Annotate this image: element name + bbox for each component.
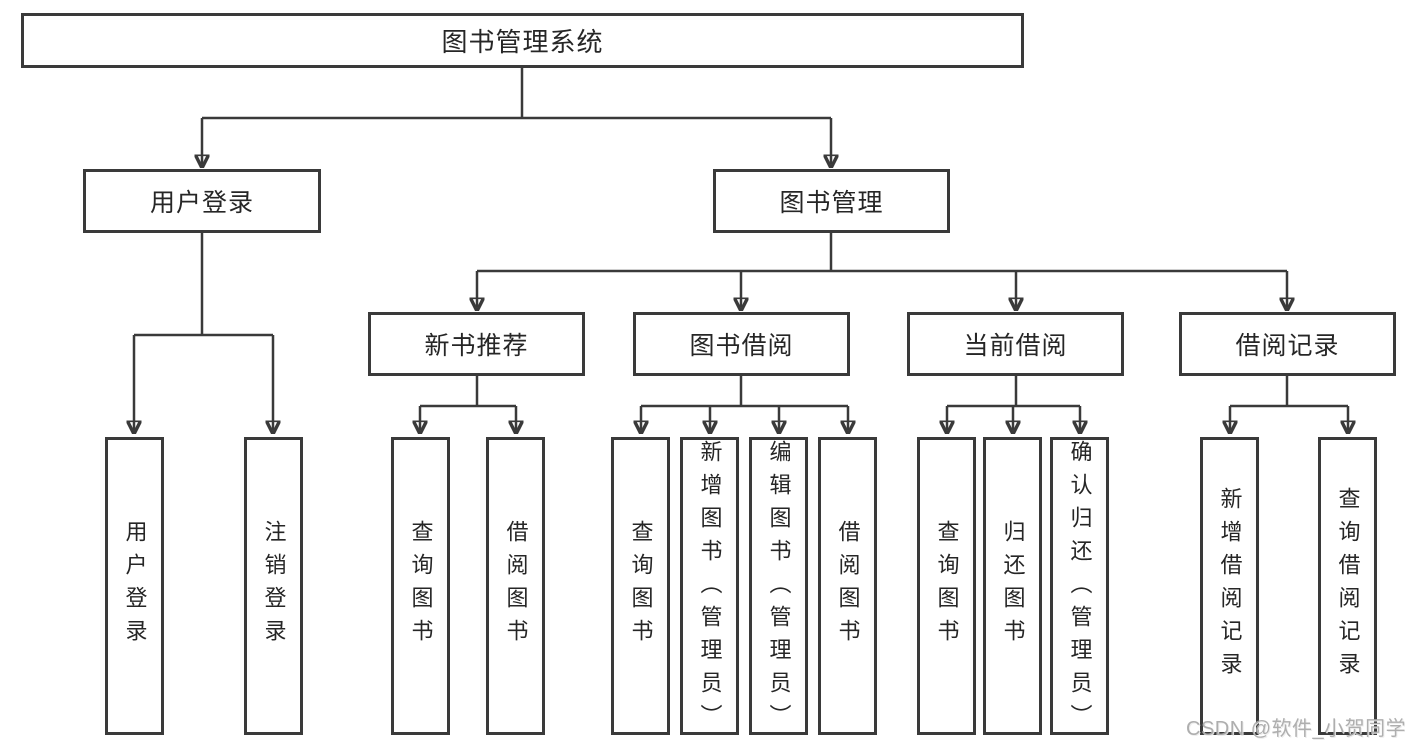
node-borrow-record: 借阅记录 bbox=[1179, 312, 1396, 376]
node-root-label: 图书管理系统 bbox=[441, 27, 604, 57]
leaf-query-borrow-record-label: 查询借阅记录 bbox=[1335, 487, 1361, 685]
leaf-add-borrow-record: 新增借阅记录 bbox=[1200, 437, 1259, 735]
leaf-query-borrow-record: 查询借阅记录 bbox=[1318, 437, 1377, 735]
leaf-borrow-book-label: 借阅图书 bbox=[835, 520, 861, 652]
node-new-book-recommend: 新书推荐 bbox=[368, 312, 585, 376]
leaf-query-book-recommend-label: 查询图书 bbox=[408, 520, 434, 652]
leaf-query-book-borrow-label: 查询图书 bbox=[628, 520, 654, 652]
leaf-user-login-label: 用户登录 bbox=[122, 520, 148, 652]
node-current-borrow-label: 当前借阅 bbox=[963, 332, 1068, 360]
node-root-library-system: 图书管理系统 bbox=[21, 13, 1024, 68]
node-current-borrow: 当前借阅 bbox=[907, 312, 1124, 376]
leaf-edit-book-admin: 编辑图书（管理员） bbox=[749, 437, 808, 737]
node-user-login-label: 用户登录 bbox=[149, 189, 254, 217]
leaf-borrow-book-recommend: 借阅图书 bbox=[486, 437, 545, 735]
leaf-return-book: 归还图书 bbox=[983, 437, 1042, 735]
node-book-management-label: 图书管理 bbox=[779, 189, 884, 217]
leaf-query-book-borrow: 查询图书 bbox=[611, 437, 670, 735]
leaf-confirm-return-admin: 确认归还（管理员） bbox=[1050, 437, 1109, 737]
leaf-borrow-book: 借阅图书 bbox=[818, 437, 877, 735]
leaf-confirm-return-admin-label: 确认归还（管理员） bbox=[1067, 440, 1093, 737]
leaf-query-book-current-label: 查询图书 bbox=[934, 520, 960, 652]
leaf-logout: 注销登录 bbox=[244, 437, 303, 735]
csdn-watermark: CSDN @软件_小贺同学 bbox=[1186, 718, 1405, 740]
leaf-add-book-admin-label: 新增图书（管理员） bbox=[697, 440, 723, 737]
leaf-return-book-label: 归还图书 bbox=[1000, 520, 1026, 652]
leaf-query-book-recommend: 查询图书 bbox=[391, 437, 450, 735]
leaf-logout-label: 注销登录 bbox=[261, 520, 287, 652]
leaf-borrow-book-recommend-label: 借阅图书 bbox=[503, 520, 529, 652]
node-book-borrow-label: 图书借阅 bbox=[689, 332, 794, 360]
leaf-user-login: 用户登录 bbox=[105, 437, 164, 735]
leaf-query-book-current: 查询图书 bbox=[917, 437, 976, 735]
node-borrow-record-label: 借阅记录 bbox=[1235, 332, 1340, 360]
node-book-management: 图书管理 bbox=[713, 169, 950, 233]
leaf-edit-book-admin-label: 编辑图书（管理员） bbox=[766, 440, 792, 737]
node-new-book-recommend-label: 新书推荐 bbox=[424, 332, 529, 360]
leaf-add-borrow-record-label: 新增借阅记录 bbox=[1217, 487, 1243, 685]
node-book-borrow: 图书借阅 bbox=[633, 312, 850, 376]
node-user-login: 用户登录 bbox=[83, 169, 321, 233]
leaf-add-book-admin: 新增图书（管理员） bbox=[680, 437, 739, 737]
